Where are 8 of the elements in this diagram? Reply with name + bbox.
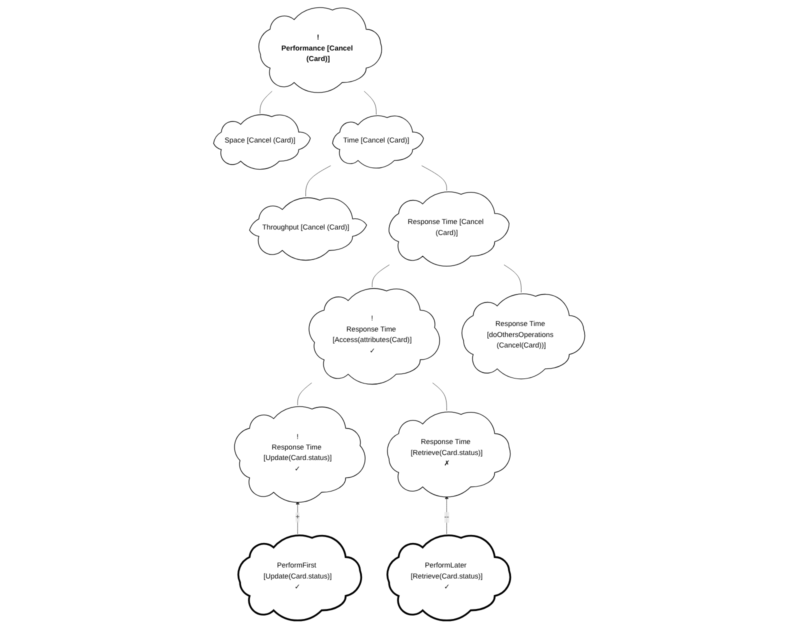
connector [432, 382, 447, 411]
connector [421, 165, 447, 191]
connector [364, 90, 376, 115]
connector [504, 264, 522, 293]
connector [260, 90, 272, 114]
connector [305, 165, 331, 197]
connector [297, 382, 312, 406]
connector [372, 264, 390, 288]
